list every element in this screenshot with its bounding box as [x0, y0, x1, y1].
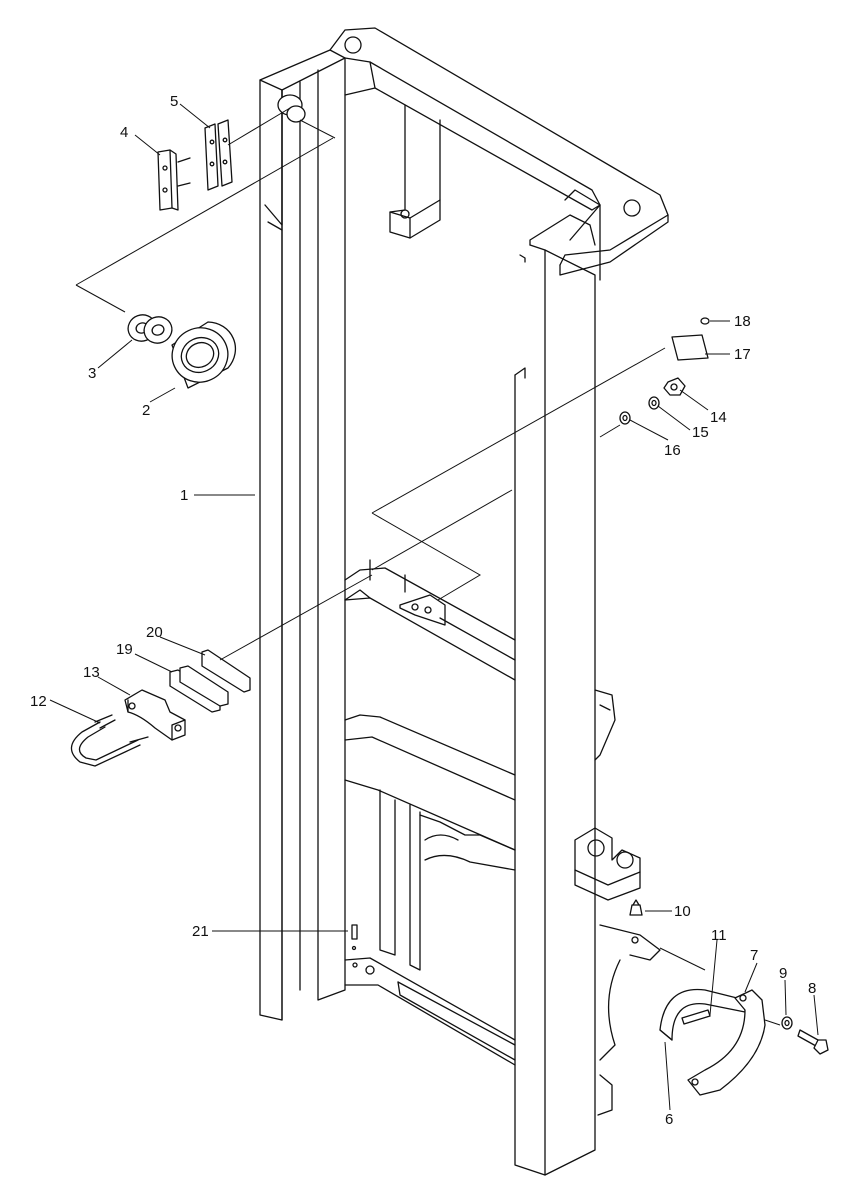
- assembly-lines: [75, 107, 781, 1026]
- part-16-washer: [619, 411, 631, 425]
- callout-9: 9: [779, 965, 787, 982]
- callout-6: 6: [665, 1111, 673, 1128]
- callout-2: 2: [142, 402, 150, 419]
- part-13-clamp: [124, 689, 186, 741]
- callout-15: 15: [692, 424, 709, 441]
- part-8-bolt: [797, 1029, 829, 1055]
- callout-21: 21: [192, 923, 209, 940]
- callout-19: 19: [116, 641, 133, 658]
- callout-7: 7: [750, 947, 758, 964]
- callout-labels: 1 2 3 4 5 6 7 8 9 10 11 12 13 14 15 16 1…: [30, 93, 816, 1128]
- part-4-strip: [157, 149, 191, 211]
- top-roller: [277, 94, 306, 123]
- callout-13: 13: [83, 664, 100, 681]
- part-18-bolt: [700, 317, 710, 325]
- part-11-pin: [681, 1009, 711, 1025]
- part-15-washer: [648, 396, 660, 410]
- callout-10: 10: [674, 903, 691, 920]
- leader-lines: [49, 103, 819, 1111]
- callout-11: 11: [711, 927, 727, 944]
- callout-12: 12: [30, 693, 47, 710]
- part-17-plate: [671, 334, 709, 361]
- part-12-u-bolt: [70, 714, 149, 767]
- callout-17: 17: [734, 346, 751, 363]
- part-20-plate: [201, 649, 251, 693]
- callout-8: 8: [808, 980, 816, 997]
- part-14-nut: [663, 377, 686, 396]
- callout-20: 20: [146, 624, 163, 641]
- part-10-nipple: [629, 899, 643, 916]
- part-19-shims: [169, 665, 229, 713]
- part-5-shims: [204, 119, 233, 191]
- callout-16: 16: [664, 442, 681, 459]
- part-3-washers: [127, 314, 173, 344]
- callout-14: 14: [710, 409, 727, 426]
- part-21-pin: [351, 924, 358, 951]
- callout-5: 5: [170, 93, 178, 110]
- callout-4: 4: [120, 124, 128, 141]
- part-7-cap: [687, 989, 766, 1096]
- mast-frame: [259, 27, 669, 1176]
- callout-1: 1: [180, 487, 188, 504]
- callout-18: 18: [734, 313, 751, 330]
- part-9-washer: [781, 1016, 793, 1030]
- callout-3: 3: [88, 365, 96, 382]
- part-2-bearing: [171, 321, 237, 389]
